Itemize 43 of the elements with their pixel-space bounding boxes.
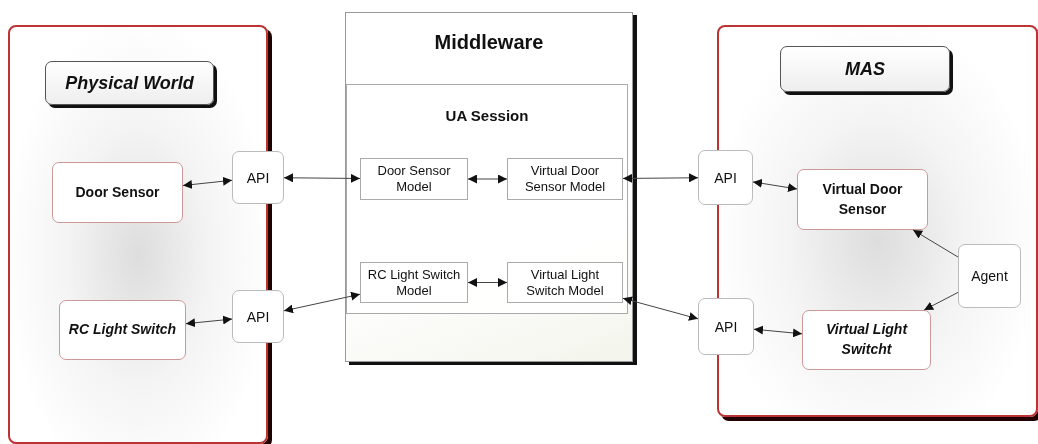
node-label: Agent [970,268,1009,284]
model-box [360,262,468,303]
api-box [698,150,753,205]
component-box [52,162,183,223]
node-label: Virtual Light Switcht [824,320,909,359]
panel-title: Middleware [433,31,545,54]
node-label: Door Sensor Model [376,163,452,195]
component-box [797,169,928,230]
component-box [59,300,186,360]
node-label: API [245,308,271,325]
panel-title-tag: MAS [780,46,950,92]
node-label: Virtual Light Switch Model [525,266,605,299]
node-label: RC Light Switch Model [366,266,462,299]
arrow [912,229,959,258]
api-box [698,298,754,355]
arrow [185,315,233,328]
arrow [622,296,699,321]
arrow [752,178,798,192]
api-box [232,151,284,204]
arrow [467,174,508,184]
model-box [507,158,623,200]
model-box [360,158,468,200]
arrow [622,173,699,183]
node-label: RC Light Switch [67,320,178,340]
session-box [346,84,628,314]
arrow [753,325,803,338]
model-box [507,262,623,303]
arrow [283,173,361,183]
arrow [182,176,233,190]
component-box [802,310,931,370]
node-label: API [713,169,738,186]
node-label: Door Sensor [74,182,161,202]
api-box [958,244,1021,308]
arrow [923,291,959,311]
arrow [467,278,508,287]
panel-title-tag: Physical World [45,61,214,105]
node-label: API [245,169,271,186]
node-label: API [713,318,739,335]
node-label: Virtual Door Sensor [821,179,904,219]
api-box [232,290,284,343]
session-title: UA Session [444,107,530,124]
node-label: Virtual Door Sensor Model [523,163,607,195]
arrow [283,291,361,314]
